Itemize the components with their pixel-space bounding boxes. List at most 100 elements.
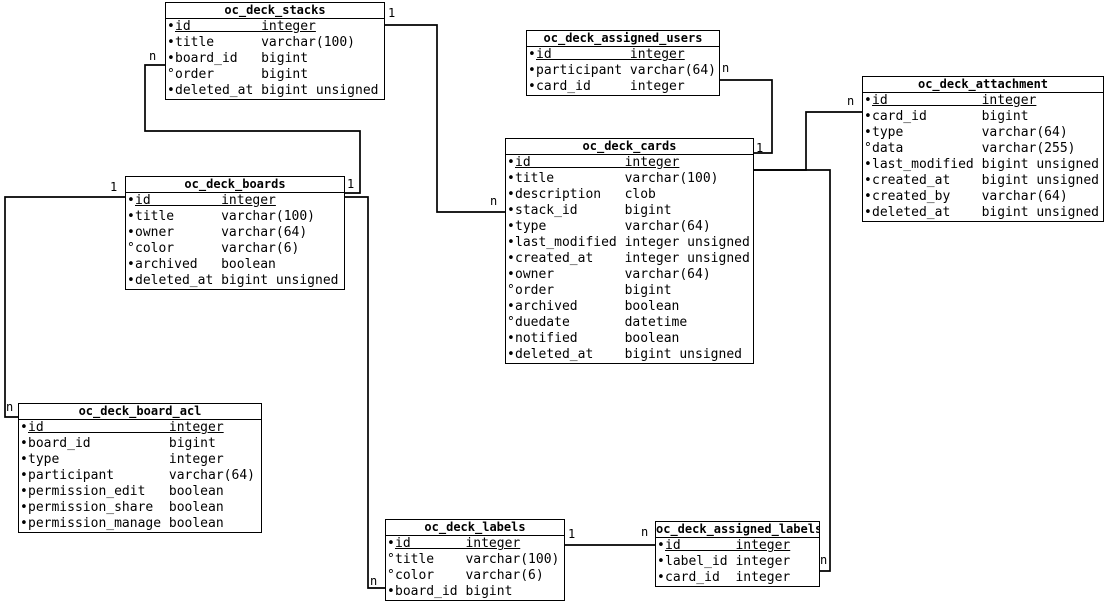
cardinality-label: n xyxy=(490,194,498,208)
column-row-board_id: •board_id bigint xyxy=(386,584,564,600)
notnull-column-icon: • xyxy=(387,536,395,551)
notnull-column-icon: • xyxy=(167,35,175,50)
notnull-column-icon: • xyxy=(864,189,872,204)
nullable-column-icon: ° xyxy=(127,241,135,256)
notnull-column-icon: • xyxy=(507,187,515,202)
notnull-column-icon: • xyxy=(127,273,135,288)
notnull-column-icon: • xyxy=(528,47,536,62)
column-text: permission_edit boolean xyxy=(28,484,224,499)
column-row-type: •type integer xyxy=(19,452,261,468)
entity-table-oc_deck_stacks[interactable]: oc_deck_stacks•id integer•title varchar(… xyxy=(165,2,385,100)
column-row-board_id: •board_id bigint xyxy=(19,436,261,452)
column-row-permission_manage: •permission_manage boolean xyxy=(19,516,261,532)
column-row-card_id: •card_id integer xyxy=(656,570,819,586)
notnull-column-icon: • xyxy=(20,500,28,515)
column-row-stack_id: •stack_id bigint xyxy=(506,203,753,219)
entity-table-oc_deck_assigned_labels[interactable]: oc_deck_assigned_labels•id integer•label… xyxy=(655,521,820,587)
column-row-order: °order bigint xyxy=(506,283,753,299)
notnull-column-icon: • xyxy=(507,171,515,186)
relationship-line-oc_deck_boards-oc_deck_stacks xyxy=(144,64,361,194)
table-title: oc_deck_attachment xyxy=(863,77,1103,93)
notnull-column-icon: • xyxy=(528,79,536,94)
column-text: order bigint xyxy=(515,283,672,298)
column-text: archived boolean xyxy=(135,257,276,272)
column-row-participant: •participant varchar(64) xyxy=(527,63,719,79)
notnull-column-icon: • xyxy=(507,203,515,218)
relationship-line-oc_deck_cards-oc_deck_assigned_labels xyxy=(754,169,831,572)
relationship-line-oc_deck_stacks-oc_deck_cards xyxy=(385,24,505,213)
notnull-column-icon: • xyxy=(864,173,872,188)
column-row-title: •title varchar(100) xyxy=(126,209,344,225)
column-text: archived boolean xyxy=(515,299,680,314)
entity-table-oc_deck_assigned_users[interactable]: oc_deck_assigned_users•id integer•partic… xyxy=(526,30,720,96)
cardinality-label: n xyxy=(847,94,855,108)
notnull-column-icon: • xyxy=(507,267,515,282)
column-text: title varchar(100) xyxy=(135,209,316,224)
primary-key-column-text: id integer xyxy=(872,93,1037,108)
cardinality-label: 1 xyxy=(388,6,396,20)
notnull-column-icon: • xyxy=(864,109,872,124)
entity-table-oc_deck_labels[interactable]: oc_deck_labels•id integer°title varchar(… xyxy=(385,519,565,601)
column-row-label_id: •label_id integer xyxy=(656,554,819,570)
column-text: title varchar(100) xyxy=(175,35,356,50)
notnull-column-icon: • xyxy=(20,468,28,483)
entity-table-oc_deck_cards[interactable]: oc_deck_cards•id integer•title varchar(1… xyxy=(505,138,754,364)
cardinality-label: n xyxy=(149,49,157,63)
column-row-deleted_at: •deleted_at bigint unsigned xyxy=(506,347,753,363)
entity-table-oc_deck_attachment[interactable]: oc_deck_attachment•id integer•card_id bi… xyxy=(862,76,1104,222)
notnull-column-icon: • xyxy=(864,157,872,172)
notnull-column-icon: • xyxy=(864,93,872,108)
notnull-column-icon: • xyxy=(20,484,28,499)
notnull-column-icon: • xyxy=(127,257,135,272)
notnull-column-icon: • xyxy=(167,51,175,66)
table-title: oc_deck_boards xyxy=(126,177,344,193)
column-row-created_at: •created_at bigint unsigned xyxy=(863,173,1103,189)
relationship-line-oc_deck_cards-oc_deck_attachment xyxy=(754,111,862,171)
relationship-line-oc_deck_boards-oc_deck_board_acl xyxy=(4,196,125,418)
notnull-column-icon: • xyxy=(127,225,135,240)
column-text: type varchar(64) xyxy=(515,219,711,234)
column-text: type varchar(64) xyxy=(872,125,1068,140)
primary-key-column-text: id integer xyxy=(515,155,680,170)
primary-key-column-text: id integer xyxy=(536,47,685,62)
notnull-column-icon: • xyxy=(864,205,872,220)
cardinality-label: n xyxy=(6,400,14,414)
column-row-permission_edit: •permission_edit boolean xyxy=(19,484,261,500)
entity-table-oc_deck_boards[interactable]: oc_deck_boards•id integer•title varchar(… xyxy=(125,176,345,290)
table-title: oc_deck_assigned_users xyxy=(527,31,719,47)
notnull-column-icon: • xyxy=(20,436,28,451)
column-text: label_id integer xyxy=(665,554,791,569)
column-row-title: •title varchar(100) xyxy=(166,35,384,51)
column-text: deleted_at bigint unsigned xyxy=(135,273,339,288)
column-text: type integer xyxy=(28,452,224,467)
notnull-column-icon: • xyxy=(20,452,28,467)
primary-key-column-text: id integer xyxy=(665,538,791,553)
column-text: board_id bigint xyxy=(28,436,216,451)
column-text: description clob xyxy=(515,187,656,202)
column-text: participant varchar(64) xyxy=(28,468,255,483)
relationship-line-oc_deck_boards-oc_deck_labels xyxy=(345,196,385,589)
column-row-id: •id integer xyxy=(656,538,819,554)
column-text: participant varchar(64) xyxy=(536,63,717,78)
column-text: card_id bigint xyxy=(872,109,1029,124)
entity-table-oc_deck_board_acl[interactable]: oc_deck_board_acl•id integer•board_id bi… xyxy=(18,403,262,533)
notnull-column-icon: • xyxy=(167,19,175,34)
column-row-deleted_at: •deleted_at bigint unsigned xyxy=(126,273,344,289)
notnull-column-icon: • xyxy=(127,193,135,208)
notnull-column-icon: • xyxy=(657,538,665,553)
column-row-type: •type varchar(64) xyxy=(863,125,1103,141)
column-row-archived: •archived boolean xyxy=(506,299,753,315)
column-row-id: •id integer xyxy=(19,420,261,436)
column-row-description: •description clob xyxy=(506,187,753,203)
column-text: deleted_at bigint unsigned xyxy=(515,347,742,362)
relationship-line-oc_deck_cards-oc_deck_assigned_users xyxy=(720,79,773,154)
cardinality-label: 1 xyxy=(568,527,576,541)
column-text: board_id bigint xyxy=(395,584,513,599)
cardinality-label: n xyxy=(370,574,378,588)
column-text: last_modified integer unsigned xyxy=(515,235,750,250)
column-row-created_at: •created_at integer unsigned xyxy=(506,251,753,267)
column-row-data: °data varchar(255) xyxy=(863,141,1103,157)
column-row-title: •title varchar(100) xyxy=(506,171,753,187)
column-text: owner varchar(64) xyxy=(135,225,308,240)
